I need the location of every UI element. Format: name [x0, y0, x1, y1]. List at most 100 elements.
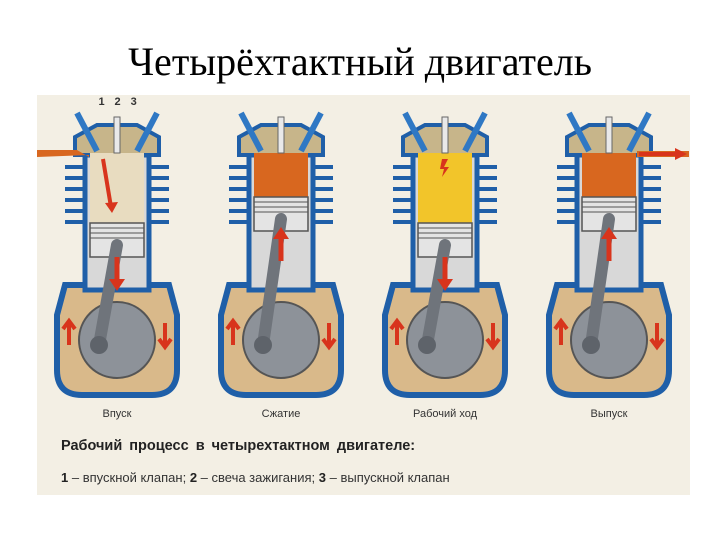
cooling-fin — [393, 187, 411, 191]
arrowhead — [601, 227, 617, 239]
engine-1 — [37, 111, 180, 398]
cooling-fin — [393, 209, 411, 213]
cooling-fin — [65, 220, 83, 224]
part-number-2: 2 — [114, 96, 121, 108]
part-number-1: 1 — [98, 96, 105, 108]
crankshaft-wheel — [242, 301, 320, 379]
rotation-arrow-icon — [321, 323, 337, 351]
cooling-fin — [393, 176, 411, 180]
arrowhead — [109, 279, 125, 291]
spark-plug — [605, 116, 613, 154]
legend-text-2: – свеча зажигания; — [200, 470, 316, 485]
cooling-fin — [315, 176, 333, 180]
cooling-fin — [393, 165, 411, 169]
crank-pin — [582, 336, 600, 354]
cooling-fin — [229, 165, 247, 169]
part-number-3: 3 — [130, 96, 137, 108]
rotation-arrow-icon — [553, 317, 569, 345]
spark-plug — [277, 116, 285, 154]
cooling-fin — [557, 165, 575, 169]
intake-valve — [566, 111, 592, 153]
combustion-chamber — [582, 153, 636, 197]
cooling-fin — [315, 187, 333, 191]
arrowhead — [675, 148, 687, 160]
combustion-chamber — [254, 153, 308, 197]
crank-pin — [418, 336, 436, 354]
caption-heading: Рабочий процесс в четырехтактном двигате… — [61, 438, 416, 454]
cooling-fin — [229, 176, 247, 180]
connecting-rod — [585, 213, 615, 351]
connecting-rod — [421, 239, 451, 351]
cooling-fin — [393, 220, 411, 224]
rotation-arrow-icon — [157, 323, 173, 351]
rotation-arrow-icon — [225, 317, 241, 345]
engine-diagram — [37, 111, 689, 398]
rotation-arrow-icon — [61, 317, 77, 345]
stroke-label-compression: Сжатие — [261, 408, 301, 420]
intake-valve — [74, 111, 100, 153]
cooling-fin — [643, 176, 661, 180]
cooling-fin — [557, 209, 575, 213]
exhaust-valve — [462, 111, 488, 153]
cooling-fin — [643, 209, 661, 213]
cooling-fin — [479, 220, 497, 224]
exhaust-valve — [298, 111, 324, 153]
cooling-fin — [479, 176, 497, 180]
cooling-fin — [479, 209, 497, 213]
cooling-fin — [557, 176, 575, 180]
part-number-labels: 1 2 3 — [95, 96, 140, 108]
spark-icon — [440, 159, 449, 177]
cooling-fin — [65, 187, 83, 191]
cooling-fin — [393, 198, 411, 202]
cooling-fin — [229, 187, 247, 191]
cooling-fin — [229, 198, 247, 202]
crank-pin — [90, 336, 108, 354]
cooling-fin — [65, 176, 83, 180]
stroke-label-power: Рабочий ход — [412, 408, 477, 420]
cooling-fin — [479, 187, 497, 191]
cooling-fin — [557, 198, 575, 202]
legend-num-3: 3 — [318, 470, 326, 485]
crankshaft-wheel — [570, 301, 648, 379]
legend-num-1: 1 — [61, 470, 69, 485]
arrowhead — [273, 227, 289, 239]
cooling-fin — [643, 198, 661, 202]
cooling-fin — [151, 165, 169, 169]
cooling-fin — [151, 220, 169, 224]
cooling-fin — [557, 187, 575, 191]
engine-2 — [218, 111, 344, 398]
cooling-fin — [557, 220, 575, 224]
connecting-rod — [257, 213, 287, 351]
cooling-fin — [479, 198, 497, 202]
crank-pin — [254, 336, 272, 354]
cooling-fin — [151, 198, 169, 202]
cooling-fin — [643, 165, 661, 169]
cooling-fin — [229, 209, 247, 213]
cooling-fin — [643, 187, 661, 191]
arrowhead — [105, 202, 118, 213]
connecting-rod — [93, 239, 123, 351]
cooling-fin — [315, 165, 333, 169]
engine-figure: 1 2 3 Впуск Сжатие Рабочий ход Выпуск Ра… — [37, 95, 690, 495]
cooling-fin — [151, 209, 169, 213]
cooling-fin — [151, 176, 169, 180]
legend-num-2: 2 — [189, 470, 198, 485]
slide-title: Четырёхтактный двигатель — [128, 39, 592, 84]
intake-valve — [402, 111, 428, 153]
engine-4 — [546, 111, 689, 398]
spark-plug — [113, 116, 121, 154]
intake-port — [37, 150, 89, 157]
cooling-fin — [65, 165, 83, 169]
crankshaft-wheel — [78, 301, 156, 379]
caption-legend: 1 – впускной клапан; 2 – свеча зажигания… — [61, 470, 450, 485]
spark-plug — [441, 116, 449, 154]
cooling-fin — [65, 209, 83, 213]
rotation-arrow-icon — [649, 323, 665, 351]
legend-text-1: – впускной клапан; — [71, 470, 187, 485]
cooling-fin — [151, 187, 169, 191]
cooling-fin — [315, 209, 333, 213]
cooling-fin — [229, 220, 247, 224]
exhaust-valve — [134, 111, 160, 153]
arrowhead — [437, 279, 453, 291]
intake-arrow-icon — [101, 158, 113, 208]
